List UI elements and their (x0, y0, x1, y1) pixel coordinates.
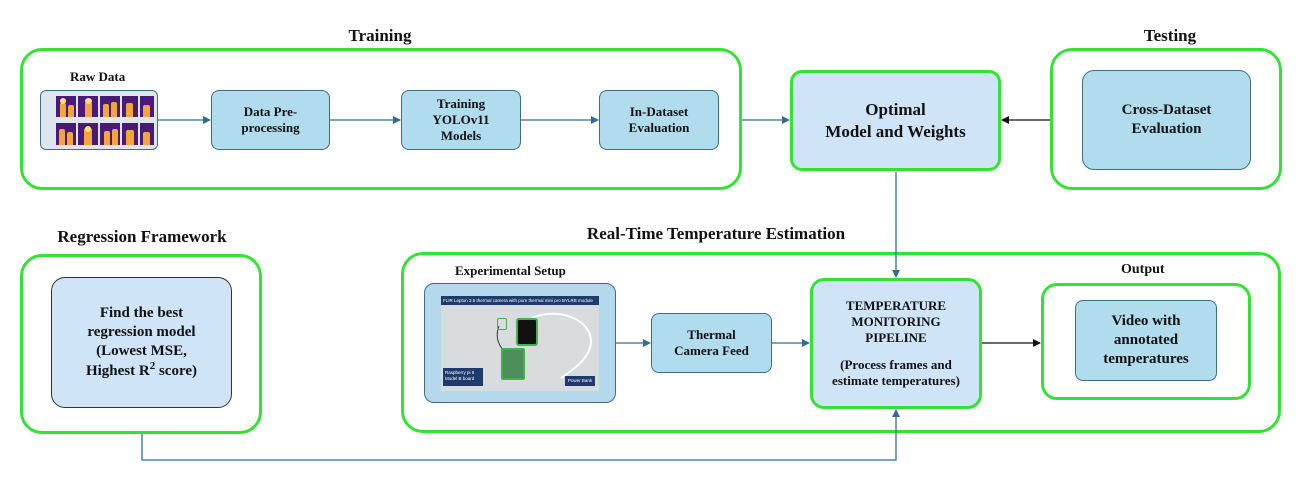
photo-caption-top: FLIR Lepton 3.5 thermal camera with pure… (441, 296, 599, 305)
raw-data-label: Raw Data (70, 69, 126, 84)
power-bank (516, 318, 538, 346)
output-label: Output (1121, 262, 1165, 277)
photo-caption-left-2: Model B board (445, 376, 475, 381)
photo-caption-left-1: Raspberry pi 5 (445, 370, 475, 375)
realtime-title: Real-Time Temperature Estimation (586, 224, 846, 243)
temperature-monitoring-pipeline-box: TEMPERATURE MONITORING PIPELINE (Process… (810, 278, 982, 409)
raw-data-image (40, 90, 158, 150)
camera-marker (497, 318, 507, 330)
regression-title: Regression Framework (57, 227, 227, 246)
raspberry-pi-board (501, 348, 525, 380)
data-preprocessing-box: Data Pre-processing (211, 90, 330, 150)
arrow-regression-to-pipeline (141, 409, 900, 461)
regression-model-box: Find the best regression model (Lowest M… (51, 277, 232, 408)
experimental-setup-photo: FLIR Lepton 3.5 thermal camera with pure… (424, 283, 616, 403)
experimental-setup-label: Experimental Setup (455, 263, 566, 278)
photo-caption-right: Power Bank (565, 376, 595, 386)
training-title: Training (348, 26, 412, 45)
testing-title: Testing (1143, 26, 1197, 45)
